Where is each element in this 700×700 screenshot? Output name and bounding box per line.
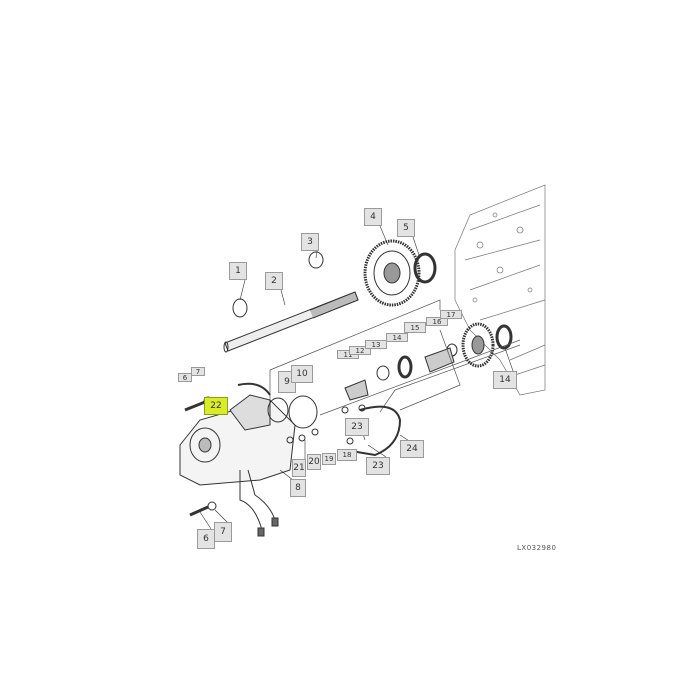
callout-12[interactable]: 12	[349, 346, 371, 355]
shaft	[223, 251, 359, 353]
starter-motor	[179, 394, 296, 486]
callout-20[interactable]: 20	[307, 454, 321, 470]
callout-5[interactable]: 5	[397, 219, 415, 237]
callout-10[interactable]: 10	[291, 365, 313, 383]
o-ring	[288, 395, 318, 429]
callout-23-top[interactable]: 23	[345, 418, 369, 436]
gear-small	[344, 322, 513, 401]
hoses	[237, 382, 402, 457]
callout-6-bottom[interactable]: 6	[197, 529, 215, 549]
callout-6-top[interactable]: 6	[178, 373, 192, 382]
callout-23-bottom[interactable]: 23	[366, 457, 390, 475]
callout-14[interactable]: 14	[493, 371, 517, 389]
callout-8[interactable]: 8	[290, 479, 306, 497]
wire-harness	[239, 469, 279, 537]
callout-21[interactable]: 21	[292, 459, 306, 477]
callout-13[interactable]: 13	[365, 340, 387, 349]
callout-4[interactable]: 4	[364, 208, 382, 226]
callout-1[interactable]: 1	[229, 262, 247, 280]
assembly-outline	[269, 299, 521, 420]
callout-19[interactable]: 19	[322, 453, 336, 465]
callout-24[interactable]: 24	[400, 440, 424, 458]
callout-15[interactable]: 15	[404, 322, 426, 333]
callout-14-top[interactable]: 14	[386, 333, 408, 342]
callout-18[interactable]: 18	[337, 449, 357, 461]
figure-id: LX032980	[517, 544, 557, 552]
callout-2[interactable]: 2	[265, 272, 283, 290]
callout-17[interactable]: 17	[440, 310, 462, 319]
callout-3[interactable]: 3	[301, 233, 319, 251]
callout-7-bottom[interactable]: 7	[214, 522, 232, 542]
gear	[363, 239, 437, 307]
callout-22-highlighted[interactable]: 22	[204, 397, 228, 415]
callout-7-top[interactable]: 7	[191, 367, 205, 376]
callout-16[interactable]: 16	[426, 317, 448, 326]
